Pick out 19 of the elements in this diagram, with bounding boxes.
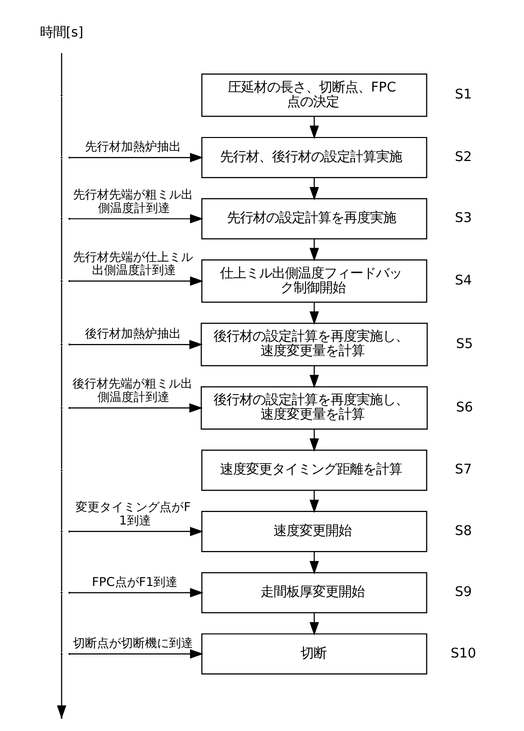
node-label: S7 [454, 462, 472, 478]
node-label: S1 [454, 88, 472, 103]
edge-label: 後行材加熱炉抽出 [84, 326, 180, 341]
node-label: S2 [454, 150, 472, 165]
edge-label: 後行材先端が粗ミル出側温度計到達 [72, 376, 192, 404]
node-label: S9 [454, 585, 472, 600]
edge-label: 先行材先端が粗ミル出側温度計到達 [72, 187, 192, 215]
edge-label: 先行材先端が仕上ミル出側温度計到達 [72, 250, 192, 278]
node-label: S5 [456, 336, 472, 352]
label: 時間[s] [39, 25, 83, 40]
edge-label: FPC点がF1到達 [91, 574, 178, 589]
node-label: S4 [454, 274, 472, 289]
node-label: S10 [450, 646, 476, 662]
node-label: S6 [456, 400, 472, 416]
node-label: S8 [454, 524, 472, 539]
edge-label: 変更タイミング点がF1到達 [75, 500, 190, 528]
edge-label: 切断点が切断機に到達 [72, 636, 192, 650]
node-label: S3 [454, 211, 472, 226]
edge-label: 先行材加熱炉抽出 [84, 140, 181, 154]
